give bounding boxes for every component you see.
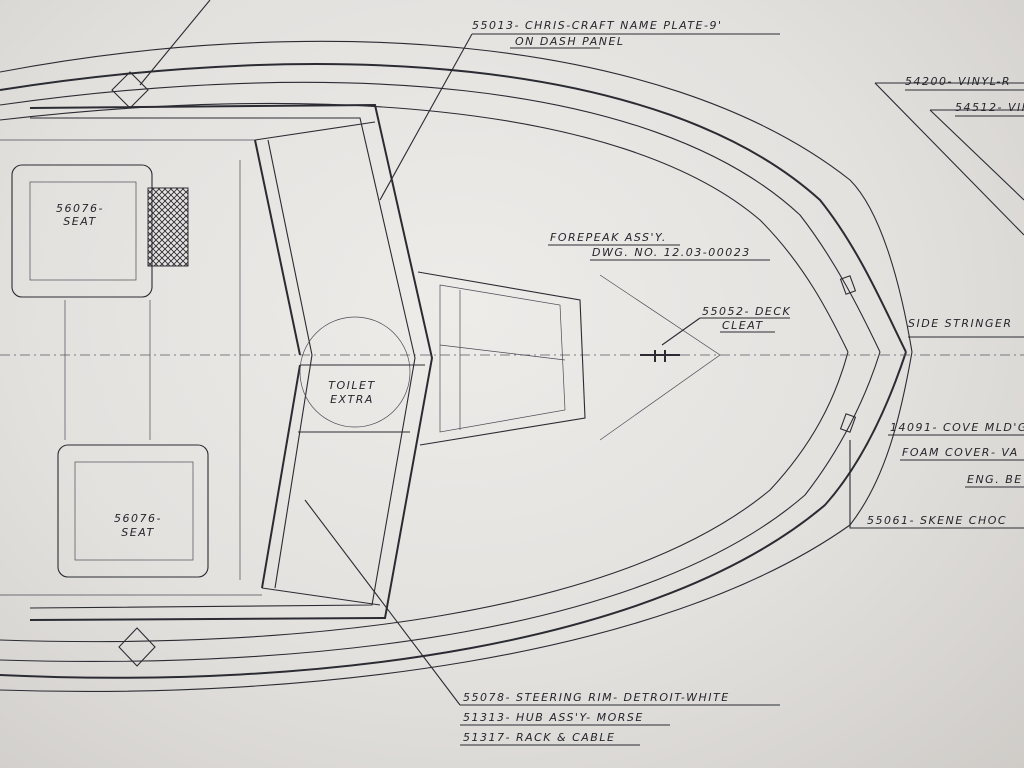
nameplate-label-1: 55013- CHRIS-CRAFT NAME PLATE-9' — [472, 19, 723, 32]
deck-cleat-label-1: 55052- DECK — [702, 305, 792, 318]
seat-upper-label-1: 56076- — [56, 202, 104, 215]
side-stringer-label: SIDE STRINGER — [908, 317, 1013, 330]
vent-diamond-bottom — [118, 627, 156, 667]
leader-steering — [304, 499, 461, 706]
foam-cover-label: FOAM COVER- VA — [902, 446, 1019, 459]
deck-cleat-label-2: CLEAT — [722, 319, 764, 332]
chock-lower — [839, 413, 857, 433]
chock-upper — [839, 275, 857, 295]
forepeak-label-2: DWG. NO. 12.03-00023 — [592, 246, 751, 259]
seat-lower-label-1: 56076- — [114, 512, 162, 525]
forepeak-hatch — [417, 271, 586, 446]
deck-cleat — [640, 350, 680, 362]
vinyl-label-2: 54512- VIN — [955, 101, 1024, 114]
vinyl-trim-outline — [874, 82, 1024, 236]
skene-chock-label: 55061- SKENE CHOC — [867, 514, 1008, 527]
hub-assy-label: 51313- HUB ASS'Y- MORSE — [463, 711, 644, 724]
vent-diamond-top — [111, 71, 149, 109]
rack-cable-label: 51317- RACK & CABLE — [463, 731, 616, 744]
seat-upper-outline — [11, 164, 153, 298]
outer-sheer-bottom — [0, 351, 913, 693]
forepeak-label-1: FOREPEAK ASS'Y. — [550, 231, 667, 244]
eng-label: ENG. BE — [967, 473, 1023, 486]
cove-mold-label: 14091- COVE MLD'G - — [890, 421, 1024, 434]
hull-side-bottom — [0, 351, 907, 679]
toilet — [299, 316, 411, 428]
toilet-label-2: EXTRA — [330, 393, 374, 406]
leader-deck-cleat — [661, 317, 701, 346]
hull-side-top — [0, 63, 907, 353]
deck-edge-top — [0, 81, 881, 353]
leader-nameplate — [379, 33, 473, 201]
deck-edge-bottom — [0, 351, 881, 663]
vinyl-label-1: 54200- VINYL-R — [905, 75, 1012, 88]
nameplate-label-2: ON DASH PANEL — [515, 35, 625, 48]
windshield-inner — [29, 117, 416, 609]
windshield-post-bottom — [261, 364, 301, 589]
leader-top-left — [139, 0, 211, 86]
leader-skene — [849, 440, 865, 529]
windshield-outer — [29, 103, 434, 621]
outer-sheer-top — [0, 40, 913, 353]
seat-upper-hatch — [147, 187, 189, 267]
windshield-post-top — [254, 139, 301, 356]
seat-upper-label-2: SEAT — [63, 215, 97, 228]
inner-coaming-bottom — [0, 351, 849, 643]
seat-lower-outline — [57, 444, 209, 578]
seat-lower-label-2: SEAT — [121, 526, 155, 539]
toilet-label-1: TOILET — [328, 379, 376, 392]
inner-coaming-top — [0, 102, 849, 353]
steering-rim-label: 55078- STEERING RIM- DETROIT-WHITE — [463, 691, 730, 704]
